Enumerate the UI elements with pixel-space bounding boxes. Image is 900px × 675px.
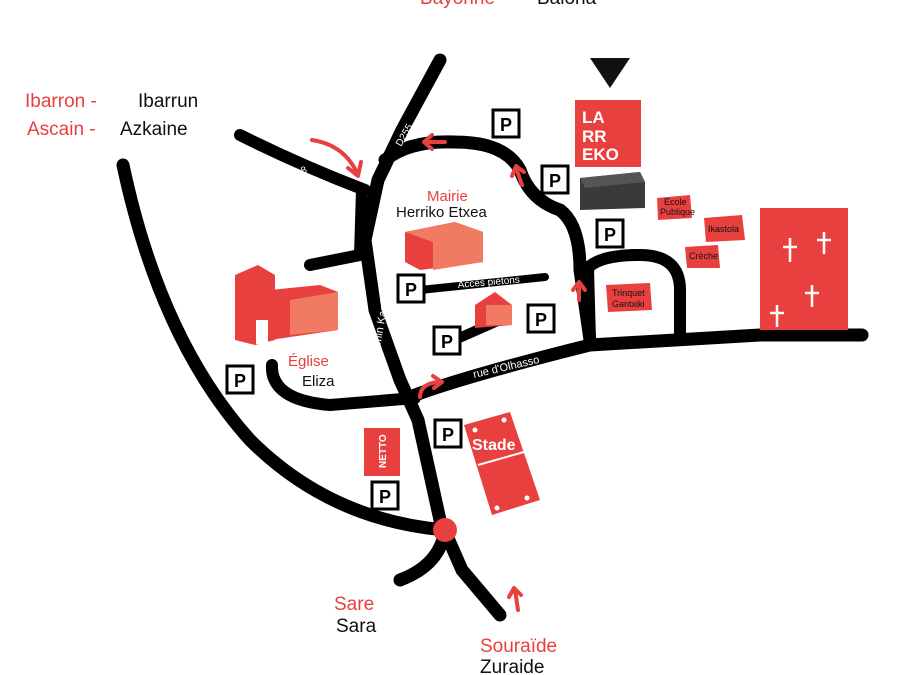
ascain-basque-label: Azkaine <box>120 119 188 140</box>
direction-arrow-icon <box>422 133 447 151</box>
svg-text:P: P <box>535 310 547 330</box>
larreko-logo: LA RR EKO <box>575 58 641 167</box>
mairie-label: Mairie <box>427 188 468 205</box>
central-building <box>475 292 512 328</box>
road-label-rue-olhasso: rue d'Olhasso <box>472 354 540 381</box>
larreko-line-1: LA <box>582 108 605 127</box>
parking-icon: P <box>370 480 400 511</box>
stade-label: Stade <box>472 437 516 454</box>
direction-arrow-icon <box>571 280 587 302</box>
larreko-building <box>580 172 645 210</box>
netto-label: NETTO <box>378 434 389 468</box>
ibarron-basque-label: Ibarrun <box>138 91 198 112</box>
road-label-d918: D918 <box>283 164 310 184</box>
svg-text:P: P <box>234 371 246 391</box>
parking-icon: P <box>526 303 556 334</box>
direction-arrow-icon <box>310 138 363 178</box>
roundabout-icon <box>433 518 457 542</box>
ecole-building: Ecole Publique <box>657 195 695 220</box>
direction-arrow-icon <box>510 164 526 187</box>
stade: Stade <box>464 412 540 515</box>
ikastola-building: Ikastola <box>704 215 745 242</box>
ibarron-label: Ibarron - <box>25 91 97 112</box>
creche-label: Crèche <box>689 251 718 261</box>
svg-text:P: P <box>500 115 512 135</box>
parking-signs: P P P P P P P P P <box>225 108 625 511</box>
trinquet-label-2: Gantxiki <box>612 299 645 309</box>
parking-icon: P <box>432 325 462 356</box>
mairie-basque-label: Herriko Etxea <box>396 204 488 221</box>
parking-icon: P <box>491 108 521 139</box>
ecole-label-1: Ecole <box>664 197 687 207</box>
direction-arrows <box>310 133 587 612</box>
sare-label: Sare <box>334 594 374 615</box>
svg-text:P: P <box>442 425 454 445</box>
bayonne-basque-label: Baiona <box>537 0 597 9</box>
parking-icon: P <box>396 273 426 304</box>
parking-icon: P <box>433 418 463 449</box>
road-network <box>116 53 869 622</box>
parking-icon: P <box>595 218 625 249</box>
souraide-basque-label: Zuraide <box>480 657 544 675</box>
trinquet-building: Trinquet Gantxiki <box>606 283 652 312</box>
bayonne-separator: - <box>518 0 524 9</box>
parking-icon: P <box>540 164 570 195</box>
larreko-line-2: RR <box>582 127 607 146</box>
ascain-label: Ascain - <box>27 119 96 140</box>
parking-icon: P <box>225 364 255 395</box>
svg-text:P: P <box>441 332 453 352</box>
svg-text:P: P <box>379 487 391 507</box>
direction-arrow-icon <box>418 374 444 399</box>
ikastola-label: Ikastola <box>708 224 739 234</box>
eglise-basque-label: Eliza <box>302 373 335 390</box>
netto-store: NETTO <box>364 428 400 476</box>
svg-text:P: P <box>549 171 561 191</box>
svg-text:P: P <box>604 225 616 245</box>
sare-basque-label: Sara <box>336 616 377 637</box>
bayonne-label: Bayonne <box>420 0 495 9</box>
destination-marker-icon <box>590 58 630 88</box>
ecole-label-2: Publique <box>660 207 695 217</box>
direction-arrow-icon <box>507 586 523 612</box>
svg-text:P: P <box>405 280 417 300</box>
souraide-label: Souraïde <box>480 636 557 657</box>
creche-building: Crèche <box>685 245 720 268</box>
mairie-building <box>405 222 483 270</box>
eglise-building <box>235 265 338 345</box>
cross-icon <box>770 232 831 327</box>
larreko-line-3: EKO <box>582 145 619 164</box>
eglise-label: Église <box>288 353 329 370</box>
cemetery <box>760 208 848 330</box>
trinquet-label-1: Trinquet <box>612 288 645 298</box>
road-label-acces-pietons: Accès piétons <box>457 275 520 291</box>
